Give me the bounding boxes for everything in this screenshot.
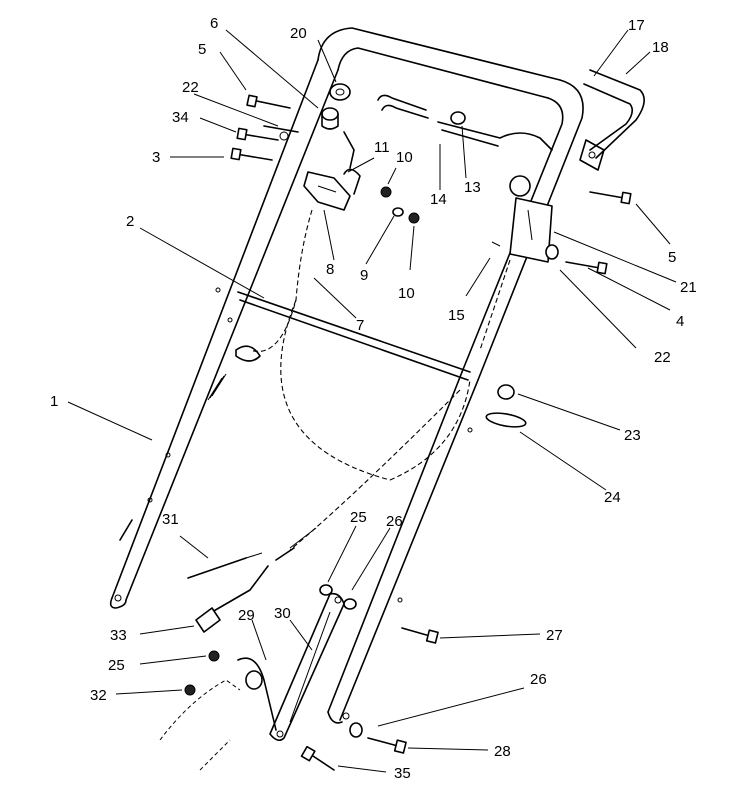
- handle-frame: [109, 27, 584, 724]
- callout-11: 11: [374, 139, 390, 156]
- callout-3: 3: [152, 149, 160, 166]
- callout-35: 35: [394, 765, 411, 782]
- callout-14: 14: [430, 191, 447, 208]
- lower-cable-linkage: [159, 299, 471, 771]
- callout-25a: 25: [350, 509, 367, 526]
- callout-6: 6: [210, 15, 218, 32]
- callout-18: 18: [652, 39, 669, 56]
- callout-9: 9: [360, 267, 368, 284]
- callout-1: 1: [50, 393, 58, 410]
- engine-control-parts: [207, 83, 420, 401]
- callout-24: 24: [604, 489, 621, 506]
- callout-20: 20: [290, 25, 307, 42]
- callout-22a: 22: [182, 79, 199, 96]
- callout-30: 30: [274, 605, 291, 622]
- callout-10b: 10: [398, 285, 415, 302]
- control-bail: [579, 69, 645, 171]
- callout-8: 8: [326, 261, 334, 278]
- callout-17: 17: [628, 17, 645, 34]
- leader-lines: [67, 29, 677, 773]
- callout-29: 29: [238, 607, 255, 624]
- callout-15: 15: [448, 307, 465, 324]
- callout-4: 4: [676, 313, 684, 330]
- callout-33: 33: [110, 627, 127, 644]
- callout-7: 7: [356, 317, 364, 334]
- callout-13: 13: [464, 179, 481, 196]
- callout-31: 31: [162, 511, 179, 528]
- callout-labels: 1 2 3 4 5 5 6 7 8 9 10 10 11 13 14 15 17…: [50, 15, 697, 782]
- callout-26b: 26: [530, 671, 547, 688]
- callout-10a: 10: [396, 149, 413, 166]
- callout-5b: 5: [668, 249, 676, 266]
- callout-25b: 25: [108, 657, 125, 674]
- callout-28: 28: [494, 743, 511, 760]
- right-control-assembly: [377, 94, 632, 428]
- callout-21: 21: [680, 279, 697, 296]
- callout-26a: 26: [386, 513, 403, 530]
- callout-27: 27: [546, 627, 563, 644]
- callout-5a: 5: [198, 41, 206, 58]
- callout-2: 2: [126, 213, 134, 230]
- callout-22b: 22: [654, 349, 671, 366]
- callout-23: 23: [624, 427, 641, 444]
- callout-32: 32: [90, 687, 107, 704]
- callout-34: 34: [172, 109, 189, 126]
